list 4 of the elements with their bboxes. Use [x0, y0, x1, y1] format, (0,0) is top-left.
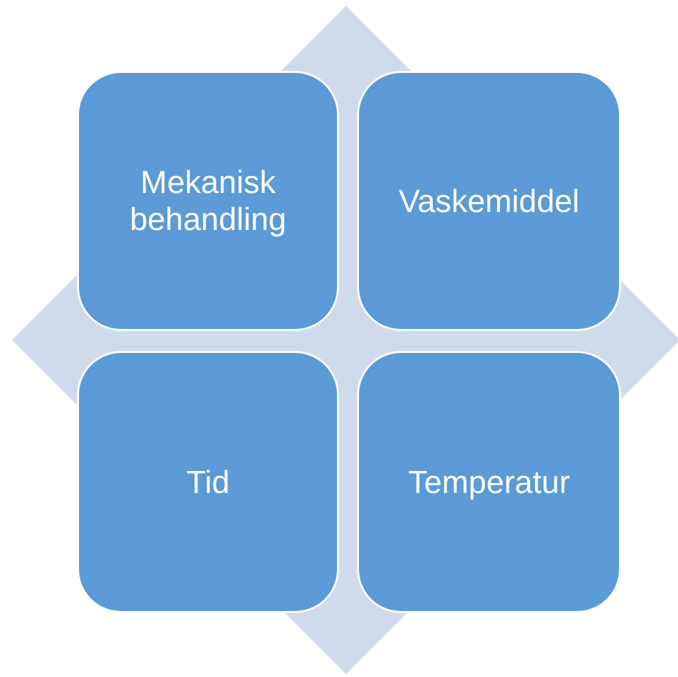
tile-label: Tid: [185, 464, 231, 500]
tile-label: Mekanisk behandling: [128, 164, 288, 238]
tile-label: Vaskemiddel: [398, 182, 580, 220]
tile-label: Temperatur: [407, 464, 571, 500]
